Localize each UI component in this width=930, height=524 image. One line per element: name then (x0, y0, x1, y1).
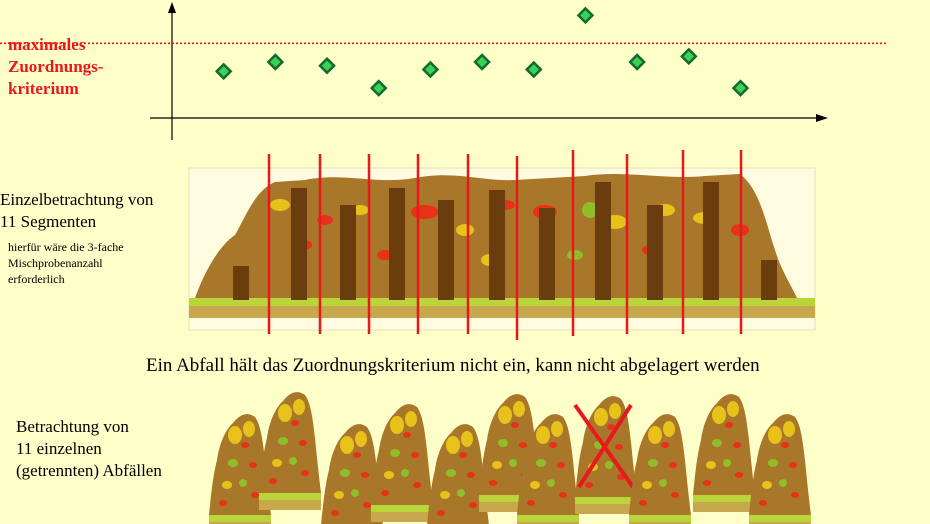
waste-pile (749, 414, 811, 524)
segmented-note-line: erforderlich (8, 271, 200, 287)
y-axis-arrow (168, 2, 176, 13)
data-point (682, 49, 696, 63)
waste-piles (209, 392, 811, 524)
data-point (475, 55, 489, 69)
threshold-label-line: Zuordnungs- (8, 56, 168, 78)
data-point (423, 62, 437, 76)
data-point (630, 55, 644, 69)
waste-pile (259, 392, 321, 510)
data-point (578, 8, 592, 22)
segmented-label-line: 11 Segmenten (0, 211, 200, 233)
waste-pile (371, 404, 433, 522)
segmented-label-line: Einzelbetrachtung von (0, 189, 200, 211)
separate-label-line: 11 einzelnen (16, 438, 162, 460)
separate-piles-illustration (205, 375, 815, 524)
data-point (268, 55, 282, 69)
threshold-label-line: maximales (8, 34, 168, 56)
x-axis-arrow (816, 114, 828, 122)
separate-description: Betrachtung von 11 einzelnen (getrennten… (16, 416, 162, 482)
ground-base (189, 306, 815, 318)
data-point (527, 62, 541, 76)
data-point (372, 81, 386, 95)
waste-pile (629, 414, 691, 524)
segmented-heap-illustration (185, 150, 825, 345)
separate-label-line: (getrennten) Abfällen (16, 460, 162, 482)
data-point (320, 59, 334, 73)
threshold-label-line: kriterium (8, 78, 168, 100)
data-point (733, 81, 747, 95)
segmented-note-line: hierfür wäre die 3-fache (8, 239, 200, 255)
data-point (217, 64, 231, 78)
segmented-description: Einzelbetrachtung von 11 Segmenten hierf… (0, 189, 200, 287)
result-caption: Ein Abfall hält das Zuordnungskriterium … (146, 355, 760, 377)
threshold-label: maximales Zuordnungs- kriterium (8, 34, 168, 100)
waste-pile (693, 394, 755, 512)
separate-label-line: Betrachtung von (16, 416, 162, 438)
segmented-note-line: Mischprobenanzahl (8, 255, 200, 271)
